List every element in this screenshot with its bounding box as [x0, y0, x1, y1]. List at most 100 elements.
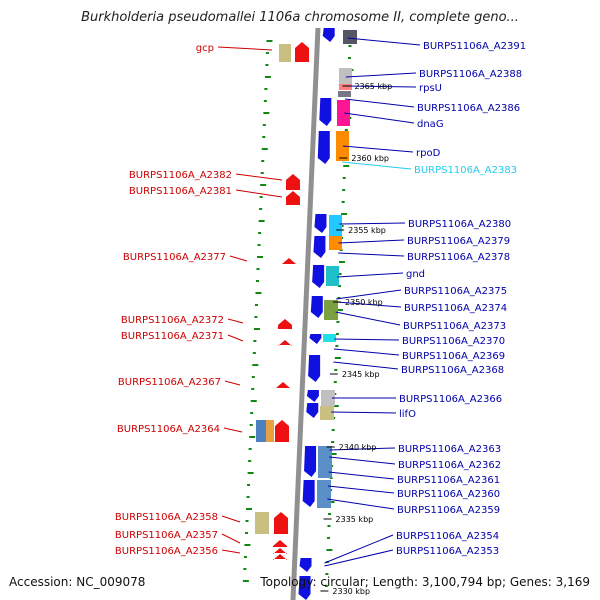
gene-label[interactable]: BURPS1106A_A2353	[396, 546, 499, 557]
gc-tick	[348, 45, 352, 47]
label-connector	[333, 361, 399, 370]
gene-label[interactable]: BURPS1106A_A2373	[403, 321, 506, 332]
gene-label[interactable]: dnaG	[417, 119, 444, 130]
gene-box	[266, 420, 274, 442]
label-connector	[336, 289, 402, 300]
gene-box	[337, 100, 350, 126]
gene-label[interactable]: BURPS1106A_A2364	[117, 424, 220, 435]
gene-label[interactable]: BURPS1106A_A2354	[396, 531, 499, 542]
map-title: Burkholderia pseudomallei 1106a chromoso…	[81, 10, 519, 25]
gene-label[interactable]: BURPS1106A_A2361	[397, 475, 500, 486]
gene-box	[329, 236, 342, 250]
gc-tick	[332, 405, 339, 407]
gc-tick	[340, 225, 344, 227]
forward-gene-arrow	[317, 131, 330, 164]
gene-label[interactable]: BURPS1106A_A2357	[115, 530, 218, 541]
kbp-label: 2350 kbp	[345, 298, 383, 307]
forward-gene-arrow	[310, 296, 323, 318]
gene-label[interactable]: rpsU	[419, 83, 442, 94]
gene-label[interactable]: BURPS1106A_A2366	[399, 394, 502, 405]
gene-label[interactable]: BURPS1106A_A2362	[398, 460, 501, 471]
forward-gene-arrow	[314, 214, 327, 233]
gc-tick	[247, 472, 254, 474]
label-connector	[235, 189, 283, 198]
forward-gene-arrow	[306, 403, 319, 418]
gene-label[interactable]: BURPS1106A_A2359	[397, 505, 500, 516]
label-connector	[221, 515, 241, 523]
label-connector	[221, 533, 241, 544]
gc-tick	[245, 520, 249, 522]
gene-label[interactable]: BURPS1106A_A2370	[402, 336, 505, 347]
gc-tick	[328, 501, 335, 503]
label-connector	[347, 37, 421, 46]
gene-label[interactable]: BURPS1106A_A2358	[115, 512, 218, 523]
reverse-gene-arrow	[276, 382, 290, 388]
gene-label[interactable]: BURPS1106A_A2377	[123, 252, 226, 263]
gene-label[interactable]: BURPS1106A_A2375	[404, 286, 507, 297]
gene-box	[329, 215, 342, 236]
gene-label[interactable]: lifO	[399, 409, 416, 420]
gene-label[interactable]: BURPS1106A_A2386	[417, 103, 520, 114]
label-connector	[342, 145, 414, 153]
gene-label[interactable]: BURPS1106A_A2356	[115, 546, 218, 557]
gc-tick	[327, 525, 331, 527]
gc-tick	[335, 333, 339, 335]
gene-label[interactable]: BURPS1106A_A2388	[419, 69, 522, 80]
gene-label[interactable]: BURPS1106A_A2382	[129, 170, 232, 181]
gene-label[interactable]: BURPS1106A_A2374	[404, 303, 507, 314]
gene-box	[317, 480, 331, 508]
gene-label[interactable]: BURPS1106A_A2391	[423, 41, 526, 52]
gene-box	[323, 334, 336, 342]
gene-label[interactable]: BURPS1106A_A2371	[121, 331, 224, 342]
gc-tick	[342, 177, 346, 179]
gc-tick	[242, 580, 249, 582]
gene-label[interactable]: gnd	[406, 269, 425, 280]
gene-label[interactable]: BURPS1106A_A2372	[121, 315, 224, 326]
gc-tick	[333, 381, 337, 383]
label-connector	[227, 334, 244, 342]
gene-box	[326, 266, 339, 286]
reverse-gene-arrow	[273, 540, 287, 547]
left-gene-labels[interactable]: gcpBURPS1106A_A2382BURPS1106A_A2381BURPS…	[115, 43, 232, 557]
gc-tick	[251, 388, 255, 390]
kbp-label: 2335 kbp	[336, 515, 374, 524]
gc-tick	[250, 412, 254, 414]
genome-backbone	[290, 27, 321, 600]
label-connector	[344, 112, 415, 124]
kbp-label: 2355 kbp	[348, 226, 386, 235]
gene-label[interactable]: rpoD	[416, 148, 441, 159]
gene-label[interactable]: BURPS1106A_A2360	[397, 489, 500, 500]
gene-label[interactable]: BURPS1106A_A2369	[402, 351, 505, 362]
reverse-gene-arrow	[274, 512, 288, 534]
reverse-gene-arrow	[273, 554, 287, 560]
gc-tick	[326, 537, 330, 539]
gene-label[interactable]: gcp	[196, 43, 214, 54]
gene-label[interactable]: BURPS1106A_A2381	[129, 186, 232, 197]
gene-label[interactable]: BURPS1106A_A2379	[407, 236, 510, 247]
gc-tick	[257, 244, 261, 246]
gc-tick	[330, 453, 337, 455]
gc-tick	[244, 532, 248, 534]
forward-gene-arrow	[306, 390, 319, 402]
gc-tick	[259, 196, 263, 198]
gc-tick	[246, 508, 253, 510]
gc-tick	[325, 573, 329, 575]
label-connector	[333, 348, 400, 356]
gene-label[interactable]: BURPS1106A_A2383	[414, 165, 517, 176]
label-connector	[328, 471, 395, 480]
gc-tick	[258, 220, 265, 222]
gc-tick	[335, 345, 339, 347]
label-connector	[229, 255, 248, 262]
gc-tick	[338, 273, 342, 275]
gc-tick	[341, 201, 345, 203]
gene-label[interactable]: BURPS1106A_A2380	[408, 219, 511, 230]
gene-label[interactable]: BURPS1106A_A2363	[398, 444, 501, 455]
gene-label[interactable]: BURPS1106A_A2367	[118, 377, 221, 388]
gc-tick	[336, 321, 340, 323]
reverse-gene-arrow	[278, 340, 292, 346]
gene-label[interactable]: BURPS1106A_A2368	[401, 365, 504, 376]
label-connector	[339, 222, 406, 225]
label-connector	[235, 173, 283, 181]
gene-label[interactable]: BURPS1106A_A2378	[407, 252, 510, 263]
